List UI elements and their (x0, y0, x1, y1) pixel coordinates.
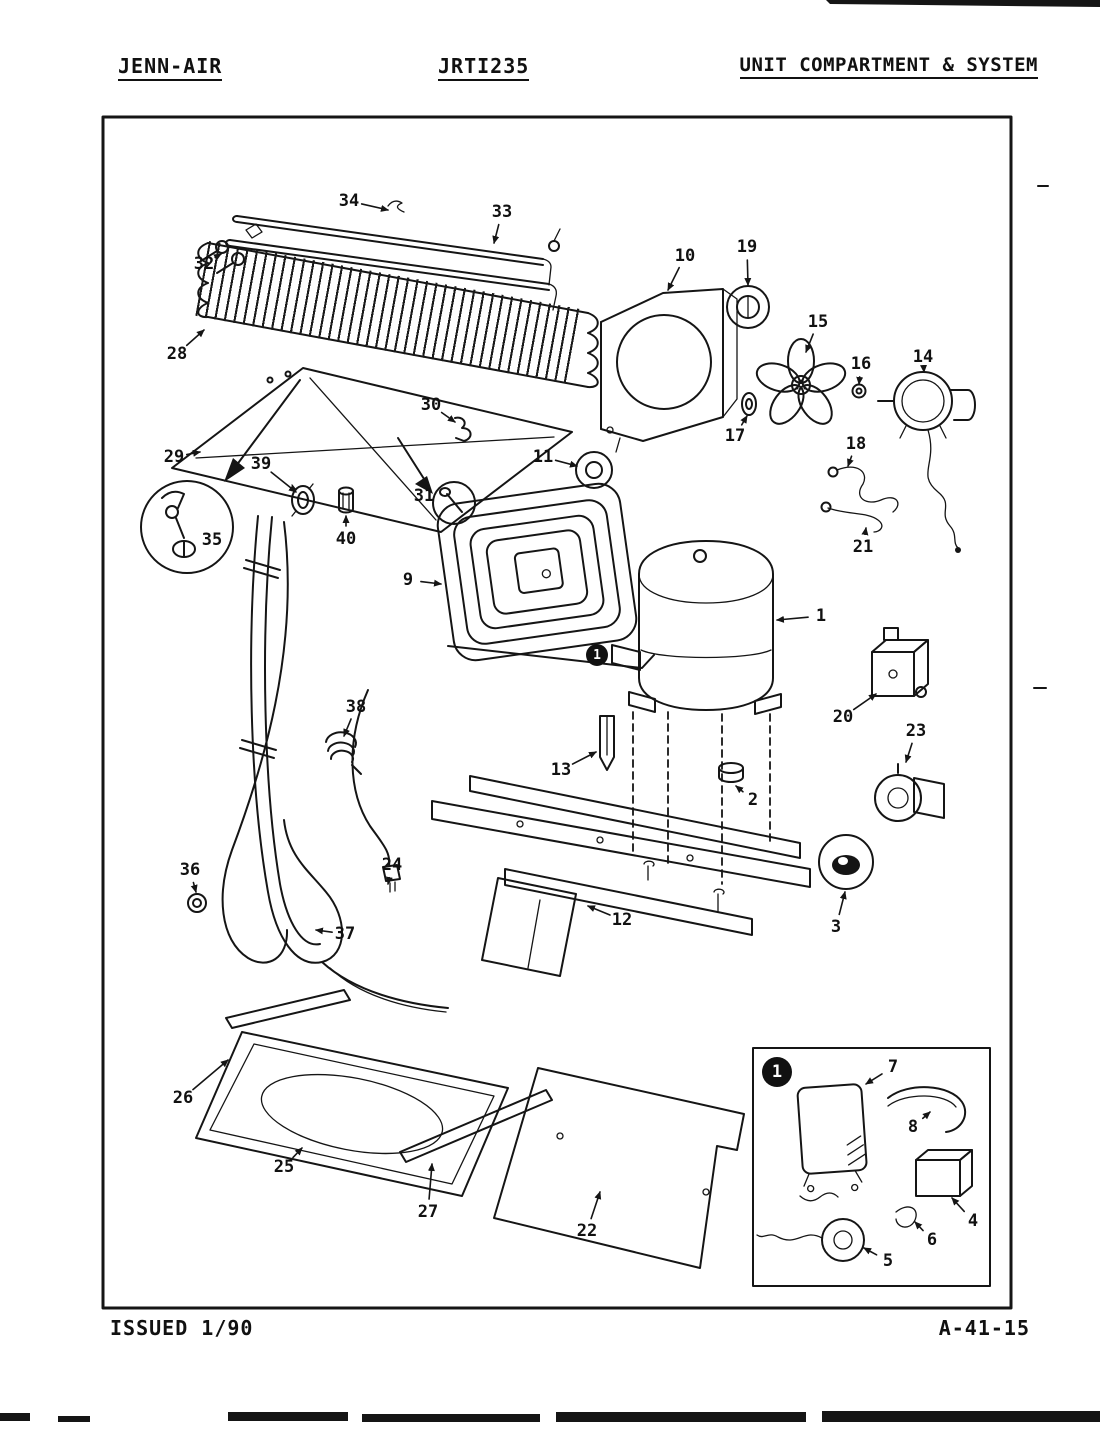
leader-line-37 (315, 927, 333, 935)
issued-date: ISSUED 1/90 (110, 1316, 254, 1340)
inset-detail-box (752, 1047, 991, 1287)
tube-detail-circle-35 (140, 480, 234, 574)
tubing-loops (221, 515, 449, 1013)
leader-line-29 (185, 449, 201, 457)
leader-line-4 (951, 1197, 966, 1213)
leader-line-1 (776, 615, 809, 623)
inset-wire-6 (895, 1206, 917, 1228)
inset-thermostat-5 (756, 1192, 865, 1262)
brand-title: JENN-AIR (118, 54, 223, 81)
leader-line-39 (270, 471, 297, 493)
grommet-17 (741, 392, 757, 416)
model-number: JRTI235 (438, 54, 530, 81)
leader-line-15 (805, 333, 814, 353)
clamp-38 (325, 731, 362, 775)
pan-rail-27 (399, 1089, 553, 1163)
bushing-19 (726, 285, 770, 329)
leader-line-33 (492, 223, 500, 244)
partition-shelf (171, 367, 573, 533)
leader-line-20 (852, 693, 877, 711)
screw-detail-circle-31 (432, 481, 476, 525)
inset-relay-4 (915, 1149, 973, 1197)
grommet-3 (818, 834, 874, 890)
shelf-clip-30 (454, 416, 472, 442)
wire-24 (351, 689, 401, 893)
base-rails (431, 775, 811, 977)
compressor (611, 540, 782, 885)
grommet-36 (187, 893, 207, 913)
leader-line-9 (420, 579, 442, 587)
page-reference: A-41-15 (938, 1316, 1030, 1340)
bracket-plate-12 (481, 877, 577, 977)
leader-line-17 (740, 415, 748, 426)
inset-compressor-7 (796, 1083, 868, 1193)
leader-line-34 (360, 203, 389, 212)
leader-line-36 (190, 881, 198, 893)
leader-line-27 (427, 1163, 435, 1200)
grommet-11 (575, 451, 613, 489)
drier-13 (599, 715, 615, 771)
leader-line-10 (667, 266, 680, 291)
leader-line-23 (904, 742, 913, 763)
leader-line-8 (921, 1111, 931, 1120)
fan-shroud (600, 288, 738, 453)
leader-line-16 (856, 376, 864, 385)
pan-rail-26 (225, 989, 351, 1029)
leader-line-13 (571, 751, 597, 765)
leader-line-11 (554, 459, 578, 468)
leader-line-18 (847, 455, 854, 467)
leader-line-24 (386, 876, 393, 885)
leader-line-38 (343, 718, 352, 737)
heat-exchanger-drip-edge (447, 645, 655, 669)
heat-exchanger-housing (436, 482, 638, 662)
inset-tube-8 (887, 1086, 967, 1133)
leader-line-3 (838, 891, 847, 916)
leader-line-7 (865, 1073, 883, 1085)
fan-blade (755, 338, 847, 425)
motor-bracket-23 (874, 763, 945, 822)
leader-line-6 (914, 1221, 924, 1232)
leader-line-28 (185, 329, 205, 347)
mounting-grommet-2 (718, 762, 744, 783)
leader-line-5 (863, 1247, 878, 1256)
fan-motor (877, 371, 976, 553)
leader-line-30 (440, 411, 456, 423)
drain-pan (195, 989, 553, 1197)
callout-leader-lines (185, 203, 966, 1256)
leader-line-12 (587, 905, 611, 916)
condenser-tubes (225, 200, 561, 311)
wire-harness-18-21 (820, 466, 899, 533)
leader-line-25 (292, 1147, 303, 1159)
bushing-40 (338, 486, 354, 514)
leader-line-2 (735, 785, 744, 794)
leader-line-19 (744, 259, 752, 286)
washer-16 (851, 383, 867, 399)
leader-line-21 (861, 527, 869, 536)
section-title: UNIT COMPARTMENT & SYSTEM (739, 54, 1038, 79)
leader-line-26 (192, 1059, 229, 1091)
leader-line-22 (590, 1191, 602, 1220)
cover-panel-22 (493, 1067, 745, 1269)
page-border (101, 115, 1013, 1310)
relay-overload-20 (871, 627, 929, 698)
